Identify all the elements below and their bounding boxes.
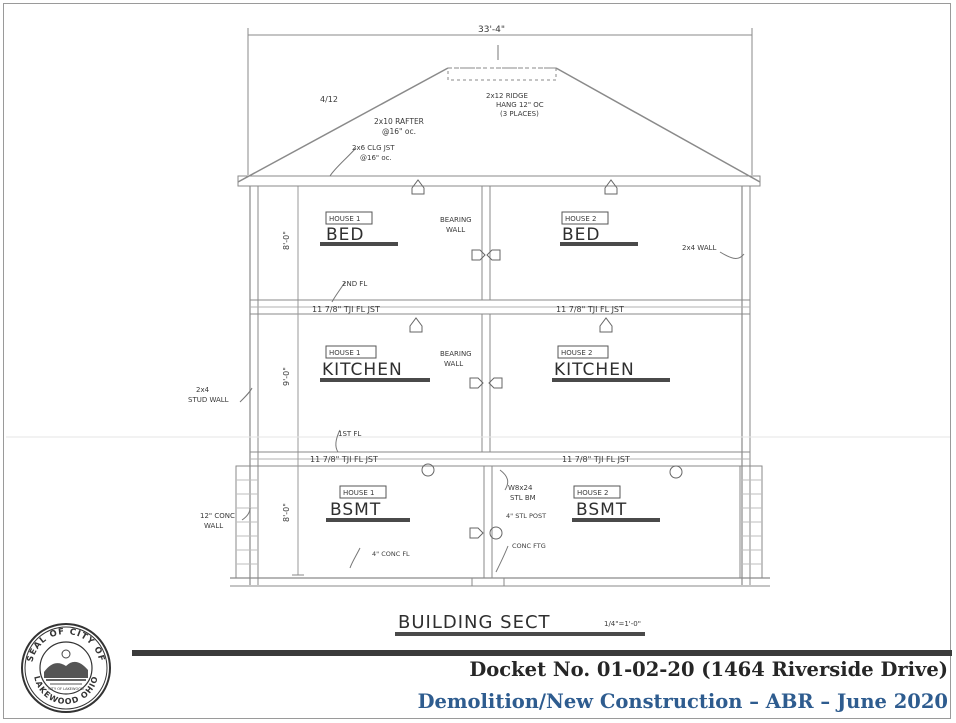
conc-wall-note-2: WALL bbox=[204, 522, 223, 530]
bearing-wall-upper-2: WALL bbox=[446, 226, 465, 234]
beam-note-1: W8x24 bbox=[508, 484, 533, 492]
room-tag: HOUSE 2 bbox=[577, 489, 608, 497]
room-tag: HOUSE 1 bbox=[329, 215, 360, 223]
slab-note: 4" CONC FL bbox=[372, 550, 410, 558]
room-tag: HOUSE 1 bbox=[329, 349, 360, 357]
drawing-scale: 1/4"=1'-0" bbox=[604, 620, 641, 628]
roof-left bbox=[237, 67, 449, 183]
rafter-note-2: @16" oc. bbox=[382, 127, 416, 136]
overall-dimension-label: 33'-4" bbox=[478, 25, 505, 35]
dim-lower: 8'-0" bbox=[282, 503, 291, 522]
second-floor-note: 2ND FL bbox=[342, 280, 367, 288]
room-tag: HOUSE 2 bbox=[565, 215, 596, 223]
ridge-note-2: HANG 12" OC bbox=[496, 101, 544, 109]
room-name: KITCHEN bbox=[554, 360, 635, 380]
tji-lower-right: 11 7/8" TJI FL JST bbox=[562, 455, 630, 464]
seal-landscape-icon bbox=[44, 649, 88, 685]
ceiling-plate bbox=[237, 175, 761, 187]
stud-wall-note-1: 2x4 bbox=[196, 386, 210, 394]
room-name: BSMT bbox=[576, 500, 627, 520]
dim-upper: 8'-0" bbox=[282, 231, 291, 250]
room-tag: HOUSE 2 bbox=[561, 349, 592, 357]
room-name: BSMT bbox=[330, 500, 381, 520]
city-seal-logo: SEAL OF CITY OF LAKEWOOD OHIO CITY OF LA… bbox=[21, 623, 111, 713]
tji-upper-right: 11 7/8" TJI FL JST bbox=[556, 305, 624, 314]
room-name: KITCHEN bbox=[322, 360, 403, 380]
roof-right bbox=[555, 67, 761, 183]
ridge-note-1: 2x12 RIDGE bbox=[486, 92, 528, 100]
building-section-drawing: 33'-4" 4/12 2x10 RAFTER @16" oc. 2x12 RI… bbox=[6, 25, 950, 636]
tji-upper-left: 11 7/8" TJI FL JST bbox=[312, 305, 380, 314]
footing-note: CONC FTG bbox=[512, 542, 546, 550]
wall-2x4-right-note: 2x4 WALL bbox=[682, 244, 717, 252]
tji-lower-left: 11 7/8" TJI FL JST bbox=[310, 455, 378, 464]
docket-subtitle: Demolition/New Construction – ABR – June… bbox=[417, 690, 948, 713]
dim-mid: 9'-0" bbox=[282, 367, 291, 386]
post-note: 4" STL POST bbox=[506, 512, 546, 520]
bearing-wall-mid-1: BEARING bbox=[440, 350, 472, 358]
room-tag: HOUSE 1 bbox=[343, 489, 374, 497]
footer-divider bbox=[132, 650, 952, 656]
roof-pitch-note: 4/12 bbox=[320, 95, 338, 104]
docket-title: Docket No. 01-02-20 (1464 Riverside Driv… bbox=[469, 658, 948, 681]
stud-wall-note-2: STUD WALL bbox=[188, 396, 229, 404]
beam-note-2: STL BM bbox=[510, 494, 536, 502]
first-floor-note: 1ST FL bbox=[338, 430, 361, 438]
seal-inner-text: CITY OF LAKEWOOD bbox=[48, 687, 84, 691]
ceiling-joist-note-2: @16" oc. bbox=[360, 154, 392, 162]
ridge-note-3: (3 PLACES) bbox=[500, 110, 539, 118]
room-name: BED bbox=[562, 225, 601, 245]
drawing-title: BUILDING SECT bbox=[398, 612, 551, 633]
bearing-wall-upper-1: BEARING bbox=[440, 216, 472, 224]
room-name: BED bbox=[326, 225, 365, 245]
conc-wall-note-1: 12" CONC bbox=[200, 512, 235, 520]
slide-frame bbox=[3, 3, 951, 719]
ceiling-joist-note-1: 2x6 CLG JST bbox=[352, 144, 395, 152]
bearing-wall-mid-2: WALL bbox=[444, 360, 463, 368]
rafter-note-1: 2x10 RAFTER bbox=[374, 117, 424, 126]
